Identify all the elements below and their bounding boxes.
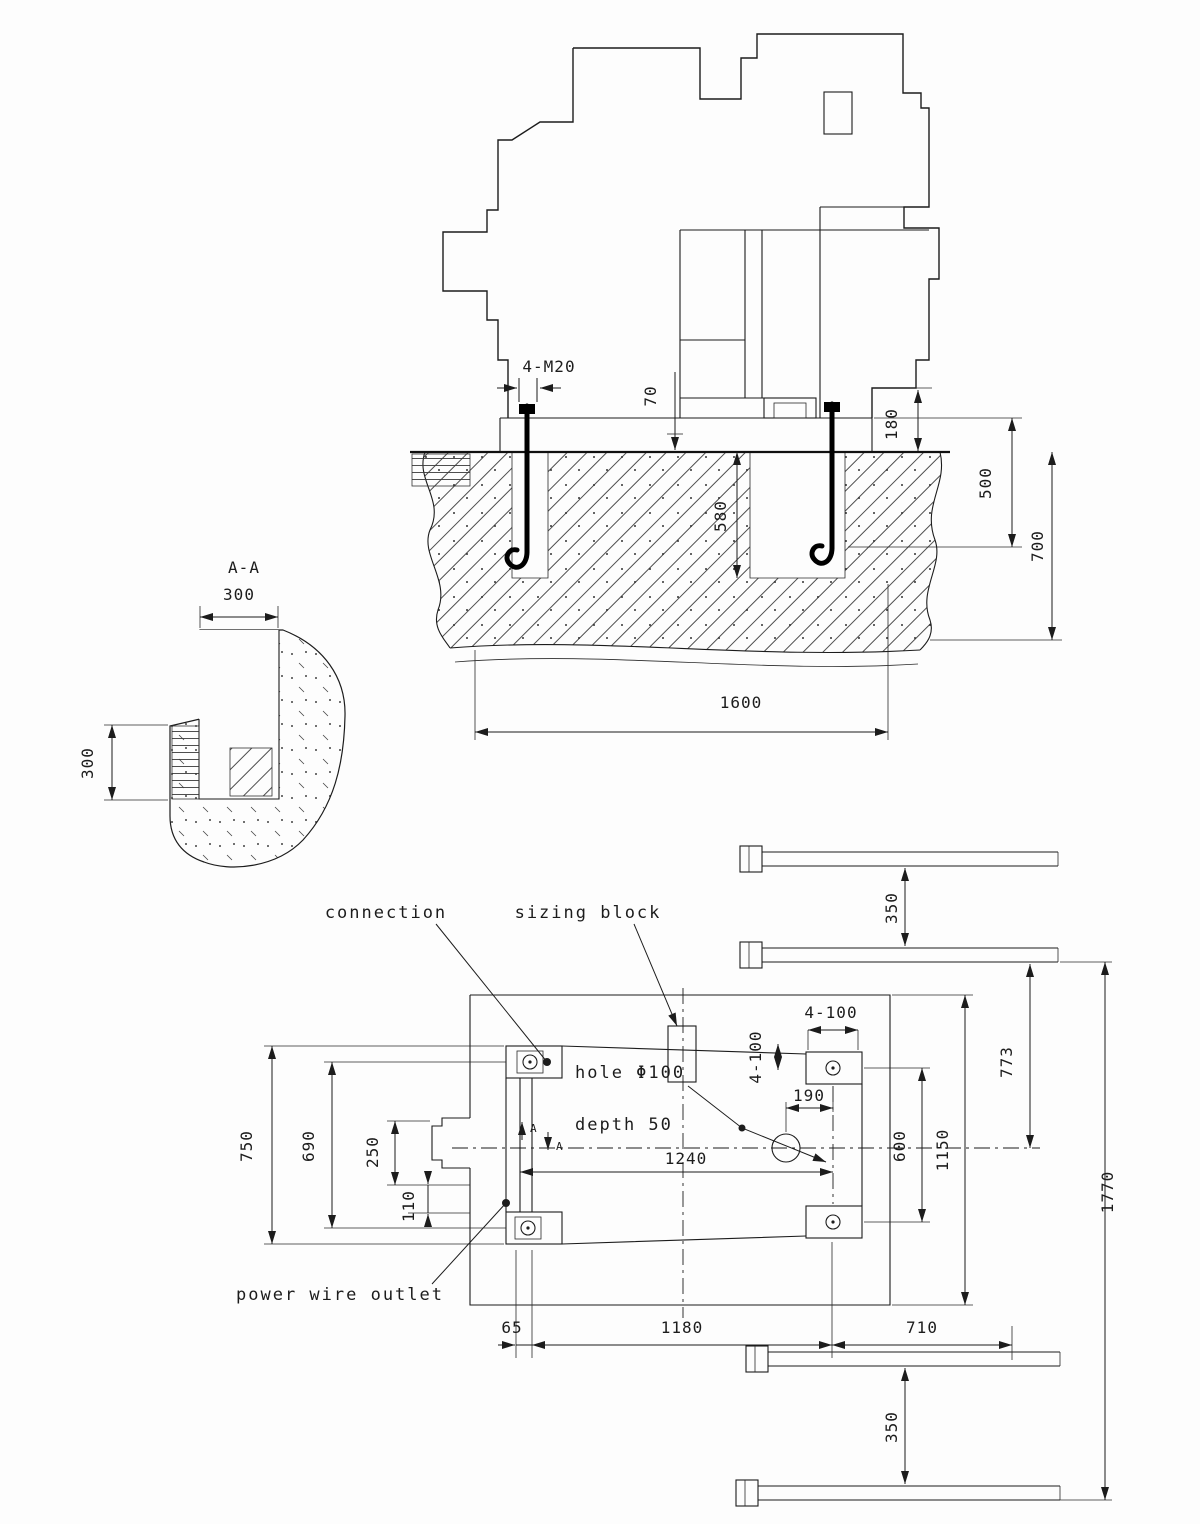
leader-sizing-block bbox=[633, 923, 678, 1027]
machine-outline-left bbox=[442, 48, 574, 418]
dim-4100v-text: 4-100 bbox=[746, 1030, 765, 1083]
bolt-pad-bottom-left bbox=[505, 1211, 563, 1245]
section-cut-label-bottom: A bbox=[556, 1140, 563, 1153]
dim-65-text: 65 bbox=[501, 1318, 522, 1337]
label-hole: hole Φ100 bbox=[575, 1063, 685, 1083]
aa-300w-text: 300 bbox=[223, 585, 255, 604]
dim-350t-text: 350 bbox=[882, 892, 901, 924]
plan-labels: connection sizing block hole Φ100 depth … bbox=[236, 903, 827, 1305]
aa-300h-text: 300 bbox=[78, 747, 97, 779]
dim-70-text: 70 bbox=[641, 385, 660, 406]
plan-left-bracket bbox=[431, 1117, 470, 1169]
foundation-section bbox=[410, 401, 950, 667]
foundation-dots bbox=[422, 452, 942, 653]
plan-slab-outline bbox=[469, 994, 891, 1306]
machine-base bbox=[499, 417, 873, 452]
bolt-pad-top-right bbox=[805, 1051, 863, 1085]
dim-180-text: 180 bbox=[882, 408, 901, 440]
foundation-bottom-break-edge bbox=[449, 644, 921, 654]
dim-110-text: 110 bbox=[399, 1190, 418, 1222]
label-depth: depth 50 bbox=[575, 1115, 673, 1135]
machine-outline-right bbox=[573, 33, 940, 418]
rail-top-2 bbox=[739, 941, 1059, 969]
dim-4100h-text: 4-100 bbox=[804, 1003, 857, 1022]
elevation-dimensions: 4-M20 70 180 500 700 580 1600 bbox=[474, 357, 1062, 740]
dim-750-text: 750 bbox=[237, 1130, 256, 1162]
leader-connection-dot bbox=[543, 1058, 551, 1066]
dim-700-text: 700 bbox=[1028, 530, 1047, 562]
foundation-right-break-edge bbox=[919, 451, 942, 651]
die-block bbox=[763, 397, 817, 419]
section-aa-title: A-A bbox=[228, 558, 260, 577]
dim-1150-text: 1150 bbox=[933, 1129, 952, 1172]
ground-ledge bbox=[411, 453, 471, 487]
right-anchor-pocket-outline bbox=[749, 453, 846, 579]
foundation-plan: A A bbox=[431, 845, 1061, 1507]
leader-connection bbox=[435, 923, 548, 1063]
label-power-wire: power wire outlet bbox=[236, 1285, 444, 1305]
machine-interior-lines bbox=[679, 206, 929, 418]
foundation-bottom-break-edge-2 bbox=[454, 658, 919, 667]
section-aa-detail: A-A 300 300 bbox=[78, 558, 346, 868]
dim-600-text: 600 bbox=[890, 1130, 909, 1162]
anchor-bolt-right bbox=[809, 401, 840, 566]
dim-500-text: 500 bbox=[976, 467, 995, 499]
anchor-bolt-left bbox=[504, 403, 535, 570]
dim-1240-text: 1240 bbox=[665, 1149, 708, 1168]
bolt-pad-bottom-right bbox=[805, 1205, 863, 1239]
foundation-left-break-edge bbox=[422, 451, 451, 649]
dim-690-text: 690 bbox=[299, 1130, 318, 1162]
leader-power-wire bbox=[431, 1202, 507, 1285]
die-block-inner bbox=[773, 402, 807, 419]
section-aa-anchor-block bbox=[229, 747, 273, 797]
dim-350b-text: 350 bbox=[882, 1411, 901, 1443]
dim-710-text: 710 bbox=[906, 1318, 938, 1337]
rail-bottom-2 bbox=[735, 1479, 1061, 1507]
leader-power-wire-dot bbox=[502, 1199, 510, 1207]
left-anchor-pocket bbox=[512, 453, 548, 578]
plan-dimensions: 350 350 773 1150 600 1770 750 690 bbox=[237, 868, 1117, 1501]
dim-250-text: 250 bbox=[363, 1136, 382, 1168]
dim-4m20-label: 4-M20 bbox=[522, 357, 575, 376]
left-anchor-pocket-outline bbox=[511, 453, 549, 579]
leader-hole-dot bbox=[738, 1124, 746, 1132]
rail-bottom-1 bbox=[745, 1345, 1061, 1373]
label-connection: connection bbox=[325, 903, 447, 923]
label-sizing-block: sizing block bbox=[515, 903, 662, 923]
rail-top-1 bbox=[739, 845, 1059, 873]
dim-1180-text: 1180 bbox=[661, 1318, 704, 1337]
dim-773-text: 773 bbox=[997, 1046, 1016, 1078]
dim-190-text: 190 bbox=[793, 1086, 825, 1105]
bolt-pad-top-left bbox=[505, 1045, 563, 1079]
dim-1770-text: 1770 bbox=[1098, 1171, 1117, 1214]
machine-elevation bbox=[442, 33, 940, 452]
sizing-block-shape bbox=[667, 1025, 697, 1083]
section-cut-label-top: A bbox=[530, 1122, 537, 1135]
section-aa-side-band bbox=[171, 725, 200, 800]
machine-top-detail bbox=[823, 91, 853, 135]
dim-1600-text: 1600 bbox=[720, 693, 763, 712]
dim-580-text: 580 bbox=[711, 500, 730, 532]
hole-phi100-shape bbox=[771, 1133, 801, 1163]
plan-bed-outline bbox=[505, 1045, 863, 1245]
